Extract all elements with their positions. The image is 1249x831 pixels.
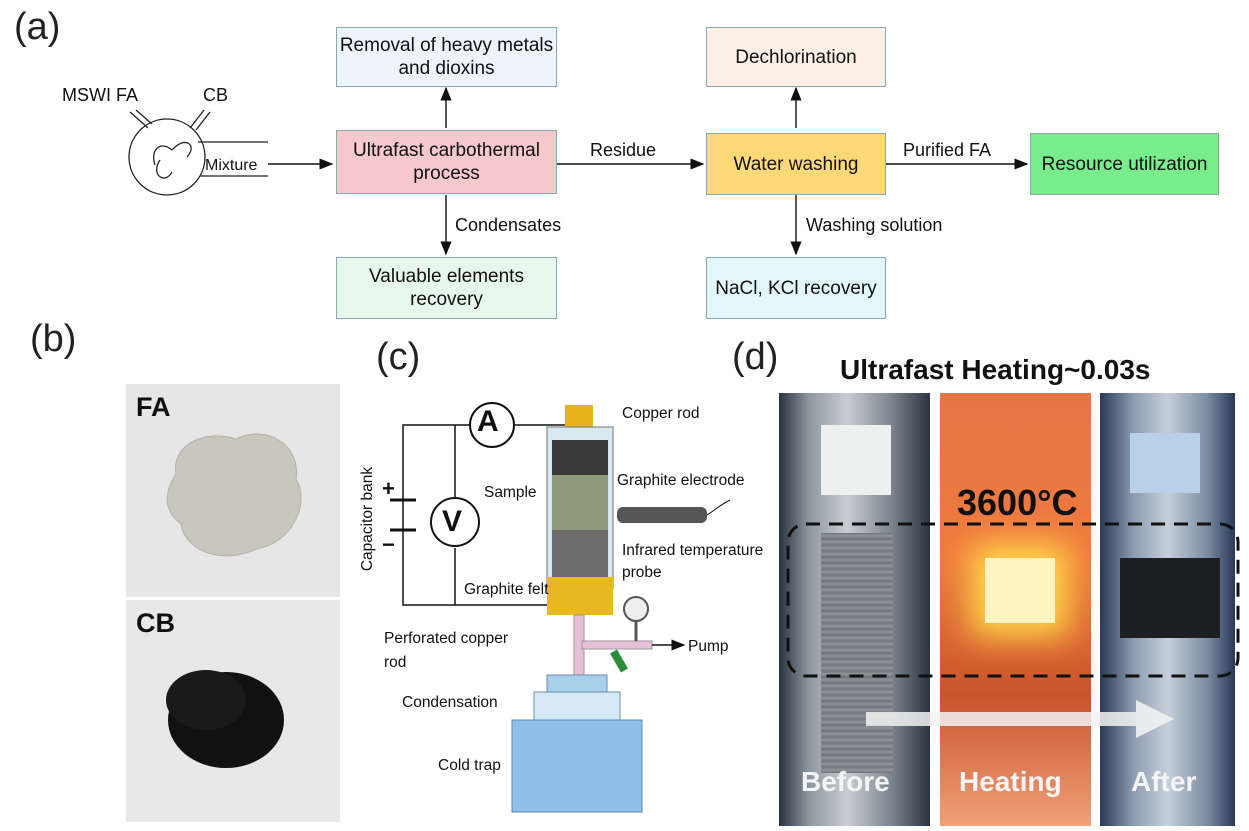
fa-powder-shape	[166, 433, 302, 557]
photo-heating	[940, 393, 1091, 826]
heating-label: Heating	[959, 766, 1062, 797]
heat-zone-box	[786, 522, 1240, 678]
panel-label-d: (d)	[732, 336, 779, 378]
after-top-sample	[1130, 433, 1200, 493]
node-process: Ultrafast carbothermal process	[336, 130, 557, 194]
ammeter-label: A	[477, 405, 499, 438]
plus-sign: +	[382, 476, 395, 501]
mixer-icon	[128, 109, 268, 196]
heating-title: Ultrafast Heating~0.03s	[840, 354, 1151, 385]
valve-icon	[610, 649, 628, 673]
after-residue	[1120, 558, 1220, 638]
graphite-electrode-label: Graphite electrode	[617, 472, 745, 489]
ammeter-icon	[469, 402, 515, 448]
graphite-electrode	[552, 440, 608, 475]
minus-sign: −	[382, 532, 395, 557]
cb-powder-shape	[166, 670, 284, 768]
node-dechlorination: Dechlorination	[706, 27, 886, 87]
fa-label: FA	[136, 392, 171, 422]
node-valuable: Valuable elements recovery	[336, 257, 557, 319]
pump-label: Pump	[688, 638, 729, 655]
photo-cb: CB	[126, 600, 340, 822]
edge-condensates: Condensates	[455, 215, 562, 235]
voltmeter-label: V	[442, 505, 463, 538]
before-powder	[821, 533, 893, 773]
graphite-felt	[552, 530, 608, 577]
node-resource: Resource utilization	[1030, 133, 1219, 195]
copper-rod-top	[565, 405, 593, 427]
panel-label-b: (b)	[30, 318, 77, 360]
panel-label-c: (c)	[376, 336, 421, 378]
cold-trap-label: Cold trap	[438, 757, 501, 774]
heating-glow	[985, 558, 1055, 623]
panel-label-a: (a)	[14, 6, 61, 48]
copper-rod-label: Copper rod	[622, 405, 700, 422]
input-cb-label: CB	[203, 85, 229, 105]
edge-washing-solution: Washing solution	[806, 215, 943, 235]
before-label: Before	[801, 766, 890, 797]
copper-rod-bottom	[547, 577, 613, 615]
node-washing: Water washing	[706, 133, 886, 195]
node-nacl: NaCl, KCl recovery	[706, 257, 886, 319]
photo-fa: FA	[126, 384, 340, 597]
perforated-label: Perforated copper rod	[384, 630, 509, 671]
cb-label: CB	[136, 608, 175, 638]
condensation-label: Condensation	[402, 694, 498, 711]
photo-before	[779, 393, 930, 826]
photo-after	[1100, 393, 1235, 826]
probe-icon	[617, 507, 707, 523]
time-arrow-head	[1136, 700, 1174, 738]
mixture-label: Mixture	[205, 157, 258, 174]
temperature-label: 3600°C	[957, 482, 1078, 523]
cold-trap-icon	[511, 719, 643, 813]
input-fa-label: MSWI FA	[62, 85, 138, 105]
sample-layer	[552, 475, 608, 530]
voltmeter-icon	[430, 497, 480, 547]
node-removal: Removal of heavy metals and dioxins	[336, 27, 557, 87]
graphite-felt-label: Graphite felt	[464, 581, 549, 598]
infrared-label: Infrared temperature probe	[622, 542, 764, 581]
edge-residue: Residue	[590, 140, 657, 160]
time-arrow-shaft	[866, 712, 1136, 726]
sample-label: Sample	[484, 484, 537, 501]
edge-purified: Purified FA	[903, 140, 992, 160]
before-top-sample	[821, 425, 891, 495]
after-label: After	[1131, 766, 1197, 797]
